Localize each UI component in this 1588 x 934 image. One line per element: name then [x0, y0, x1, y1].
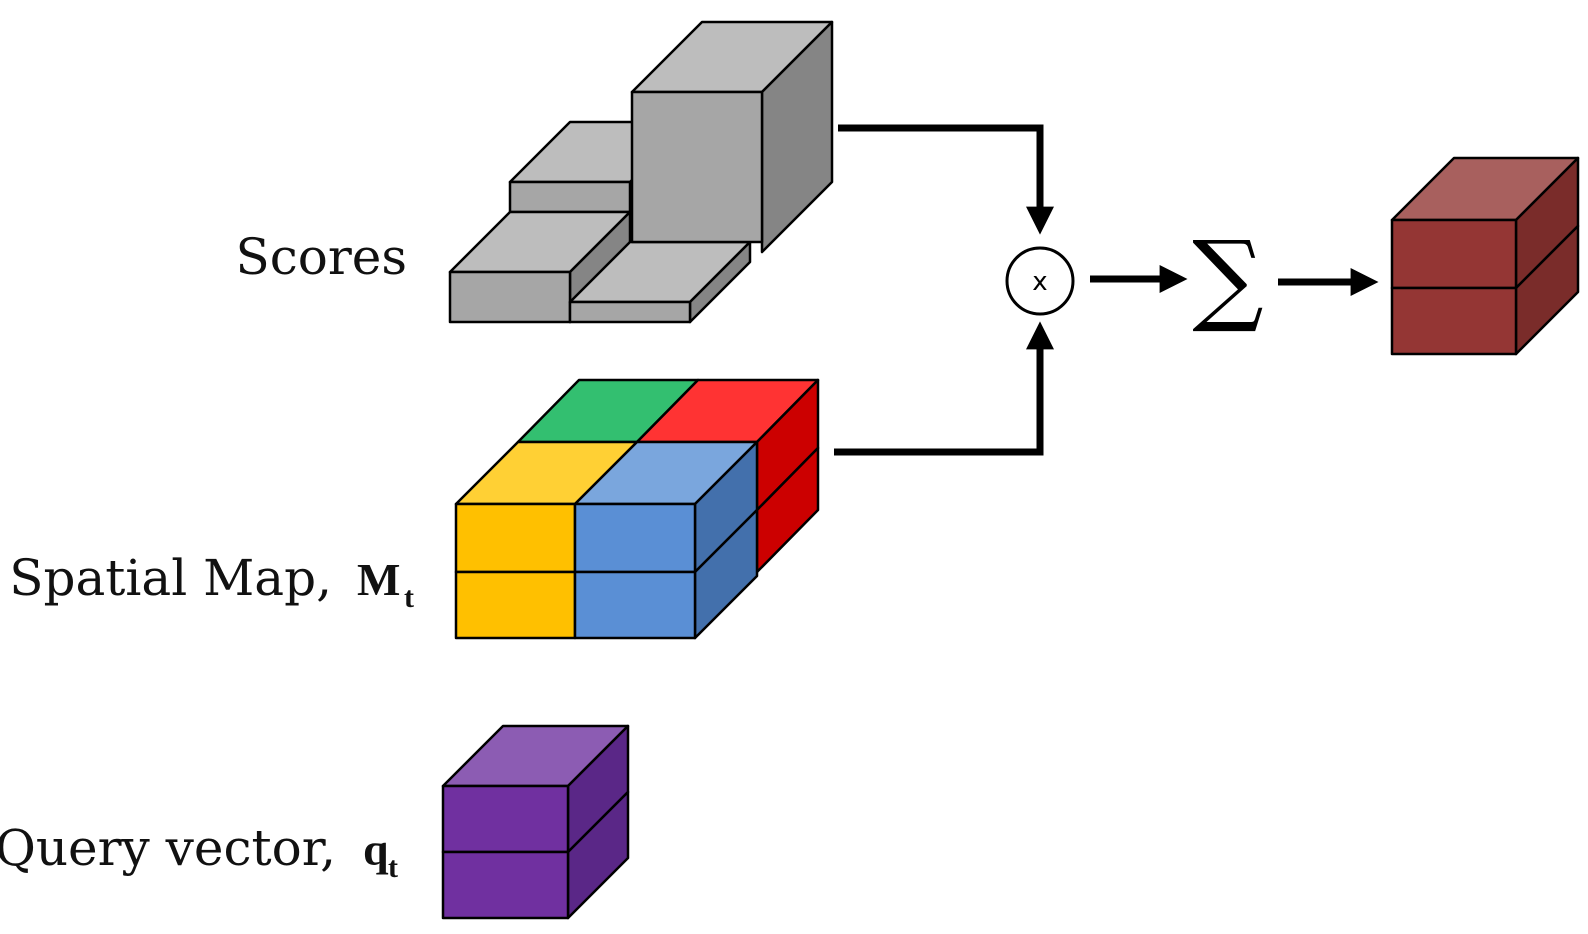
- score-bar-front-right-front: [568, 300, 692, 324]
- multiply-symbol: x: [1032, 267, 1047, 297]
- output-cube-front-lower: [1390, 286, 1518, 356]
- spatial-map-symbol: M: [357, 554, 400, 605]
- scores-block: [448, 20, 834, 324]
- score-bar-back-right-front: [630, 90, 764, 244]
- sum-symbol: ∑: [1192, 219, 1263, 336]
- multiply-operator: x: [1005, 246, 1075, 316]
- query-vector-label: Query vector, q t: [0, 819, 398, 884]
- multiply-circle: [1005, 246, 1075, 316]
- output-cube: [1390, 156, 1580, 356]
- map-cell-yellow-front-lower: [454, 570, 577, 640]
- query-vector-cube: [441, 724, 630, 920]
- score-bar-back-right: [630, 20, 834, 254]
- arrow-scores-to-multiply: [838, 124, 1054, 235]
- query-vector-symbol: q: [363, 824, 389, 875]
- spatial-map-label-text: Spatial Map,: [9, 549, 332, 607]
- score-bar-back-left-front: [508, 180, 632, 214]
- scores-label: Scores: [235, 228, 407, 286]
- map-cell-blue-front-lower: [573, 570, 697, 640]
- spatial-map-label: Spatial Map, M t: [9, 549, 414, 614]
- query-cube-front-lower: [441, 850, 570, 920]
- output-cube-front-upper: [1390, 218, 1518, 290]
- map-cell-blue-front-upper: [573, 502, 697, 574]
- arrow-map-to-multiply: [834, 321, 1054, 456]
- spatial-map-block: [454, 378, 820, 640]
- spatial-map-subscript: t: [404, 581, 414, 614]
- query-vector-label-text: Query vector,: [0, 819, 336, 877]
- score-bar-front-left-front: [448, 270, 572, 324]
- map-cell-yellow-front-upper: [454, 502, 577, 574]
- query-cube-front-upper: [441, 784, 570, 854]
- query-vector-subscript: t: [388, 851, 398, 884]
